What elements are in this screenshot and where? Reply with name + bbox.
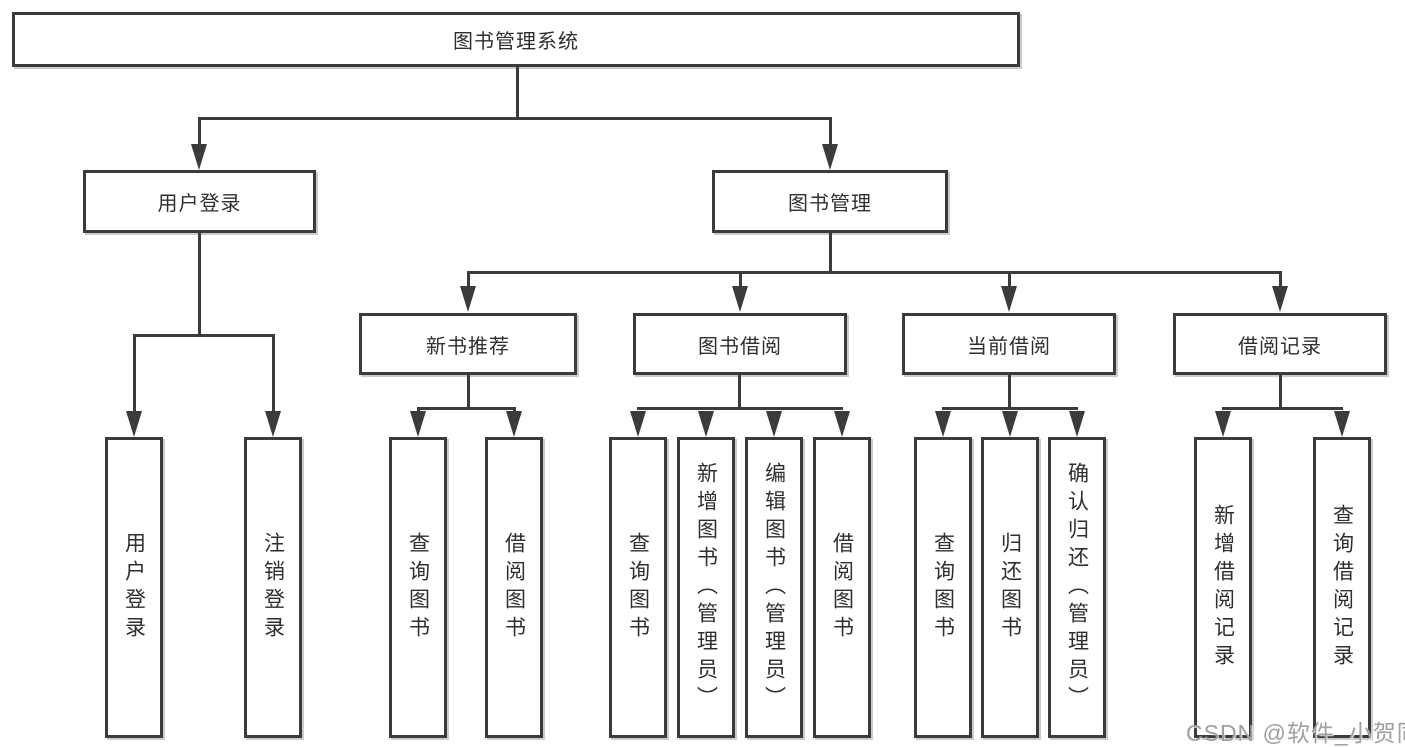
arrow-down-icon	[834, 411, 850, 437]
arrow-down-icon	[1002, 411, 1018, 437]
leaf-node-label: 查询图书	[406, 531, 430, 644]
arrow-down-icon	[265, 411, 281, 437]
branch-node-user-login: 用户登录	[83, 170, 316, 233]
subbranch-node-label: 新书推荐	[426, 335, 510, 358]
connector-vline	[272, 334, 275, 413]
subbranch-node-label: 图书借阅	[698, 335, 782, 358]
leaf-node-label: 确认归还（管理员）	[1065, 461, 1089, 714]
leaf-node-label: 新增借阅记录	[1211, 503, 1235, 672]
connector-vline	[829, 117, 832, 146]
arrow-down-icon	[1069, 411, 1085, 437]
arrow-down-icon	[1334, 411, 1350, 437]
leaf-node-label: 借阅图书	[830, 531, 854, 644]
connector-vline	[467, 375, 470, 409]
connector-vline	[516, 67, 519, 119]
leaf-node-borrow-books-1: 借阅图书	[485, 437, 543, 738]
leaf-node-query-books-1: 查询图书	[389, 437, 447, 738]
arrow-down-icon	[1215, 411, 1231, 437]
connector-hline	[133, 334, 274, 337]
csdn-watermark: CSDN @软件_小贺同学	[1186, 720, 1405, 746]
arrow-down-icon	[410, 411, 426, 437]
connector-hline	[198, 117, 831, 120]
subbranch-node-borrow-records: 借阅记录	[1173, 313, 1387, 375]
arrow-down-icon	[460, 286, 476, 312]
connector-hline	[417, 407, 515, 410]
leaf-node-query-books-2: 查询图书	[609, 437, 667, 738]
leaf-node-user-login: 用户登录	[105, 437, 163, 738]
leaf-node-query-books-3: 查询图书	[914, 437, 972, 738]
arrow-down-icon	[191, 144, 207, 170]
root-node-library-system: 图书管理系统	[12, 12, 1020, 67]
branch-node-label: 图书管理	[788, 193, 872, 215]
leaf-node-label: 新增图书（管理员）	[694, 461, 718, 714]
connector-vline	[198, 233, 201, 336]
arrow-down-icon	[630, 411, 646, 437]
arrow-down-icon	[126, 411, 142, 437]
leaf-node-return-books: 归还图书	[981, 437, 1039, 738]
subbranch-node-new-book-recommend: 新书推荐	[359, 313, 577, 375]
arrow-down-icon	[1272, 286, 1288, 312]
leaf-node-logout: 注销登录	[244, 437, 302, 738]
leaf-node-query-borrow-record: 查询借阅记录	[1313, 437, 1371, 738]
arrow-down-icon	[935, 411, 951, 437]
connector-vline	[1008, 271, 1011, 288]
leaf-node-label: 查询借阅记录	[1330, 503, 1354, 672]
connector-hline	[1222, 407, 1343, 410]
connector-vline	[1008, 375, 1011, 409]
leaf-node-label: 编辑图书（管理员）	[762, 461, 786, 714]
connector-hline	[467, 271, 1281, 274]
connector-hline	[942, 407, 1078, 410]
leaf-node-label: 归还图书	[998, 531, 1022, 644]
leaf-node-label: 借阅图书	[502, 531, 526, 644]
arrow-down-icon	[1001, 286, 1017, 312]
leaf-node-borrow-books-2: 借阅图书	[813, 437, 871, 738]
root-node-label: 图书管理系统	[453, 31, 579, 53]
connector-vline	[513, 407, 516, 414]
branch-node-label: 用户登录	[157, 193, 242, 215]
arrow-down-icon	[732, 286, 748, 312]
leaf-node-confirm-return-admin: 确认归还（管理员）	[1048, 437, 1106, 738]
connector-vline	[198, 117, 201, 146]
connector-vline	[1279, 271, 1282, 288]
leaf-node-add-books-admin: 新增图书（管理员）	[677, 437, 735, 738]
connector-hline	[637, 407, 843, 410]
subbranch-node-current-borrow: 当前借阅	[902, 313, 1116, 375]
subbranch-node-book-borrow: 图书借阅	[633, 313, 847, 375]
arrow-down-icon	[766, 411, 782, 437]
connector-vline	[133, 334, 136, 413]
branch-node-book-management: 图书管理	[712, 170, 948, 233]
connector-vline	[417, 407, 420, 414]
connector-vline	[739, 271, 742, 288]
arrow-down-icon	[822, 144, 838, 170]
connector-vline	[1279, 375, 1282, 409]
arrow-down-icon	[698, 411, 714, 437]
subbranch-node-label: 当前借阅	[967, 335, 1051, 358]
subbranch-node-label: 借阅记录	[1238, 335, 1322, 358]
arrow-down-icon	[506, 411, 522, 437]
leaf-node-label: 注销登录	[261, 531, 285, 644]
leaf-node-edit-books-admin: 编辑图书（管理员）	[745, 437, 803, 738]
leaf-node-add-borrow-record: 新增借阅记录	[1194, 437, 1252, 738]
leaf-node-label: 用户登录	[122, 531, 146, 644]
connector-vline	[829, 233, 832, 273]
connector-vline	[467, 271, 470, 288]
leaf-node-label: 查询图书	[626, 531, 650, 644]
connector-vline	[738, 375, 741, 409]
leaf-node-label: 查询图书	[931, 531, 955, 644]
